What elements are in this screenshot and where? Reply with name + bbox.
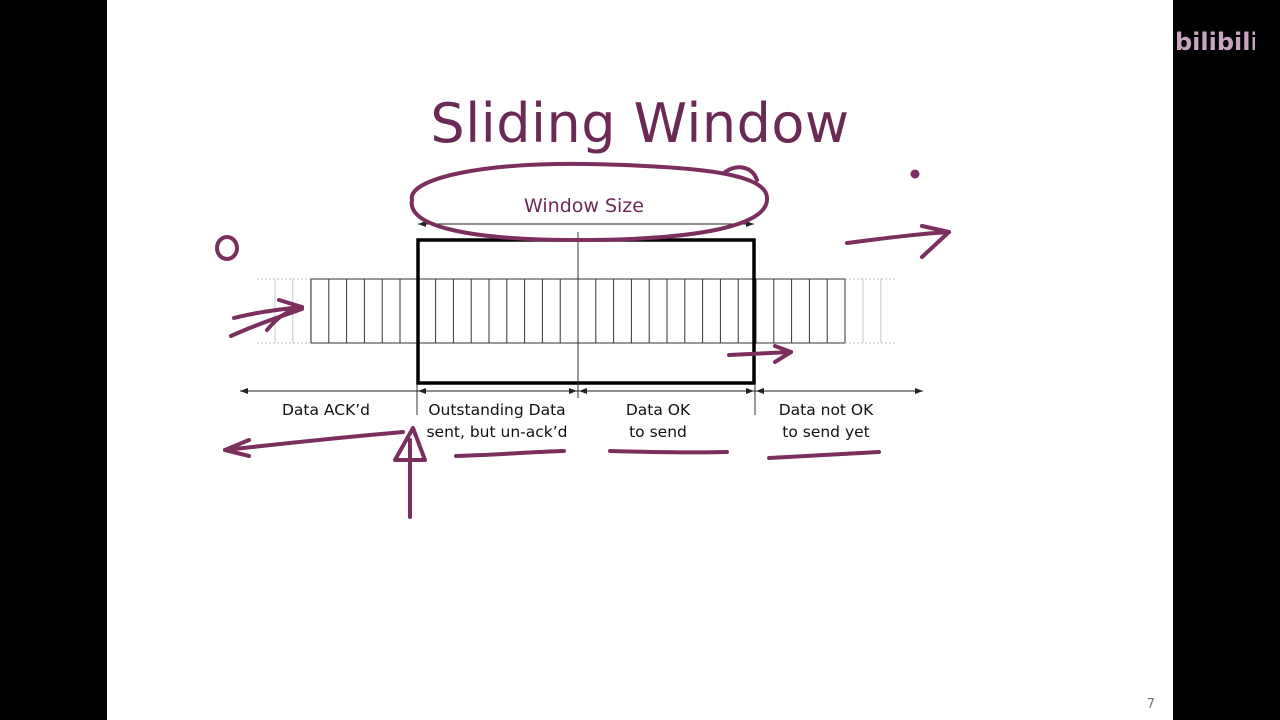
pen-annotations bbox=[215, 161, 951, 519]
region-arrow bbox=[240, 388, 923, 394]
region-label-acked: Data ACK’d bbox=[282, 401, 370, 419]
right-arrow-top-head bbox=[920, 224, 951, 259]
region-label-not-ok: Data not OK bbox=[779, 401, 874, 419]
circle-tail bbox=[723, 165, 759, 182]
buffer-cells bbox=[257, 278, 897, 344]
region-label-outstanding-2: sent, but un-ack’d bbox=[426, 423, 567, 441]
pen-dot bbox=[910, 169, 920, 179]
underline-outstanding bbox=[454, 449, 566, 458]
slide-title: Sliding Window bbox=[430, 92, 850, 155]
window-size-label: Window Size bbox=[524, 195, 644, 217]
pointer-arrow-head bbox=[393, 426, 427, 462]
slide: Sliding Window Window Size Data bbox=[107, 0, 1173, 720]
acked-arrow-head bbox=[223, 438, 251, 458]
window-size-circle bbox=[409, 161, 770, 242]
window-move-arrow-head bbox=[773, 344, 793, 364]
sliding-window-diagram: Window Size Data ACK’d Outstanding Data … bbox=[215, 161, 951, 519]
zero-mark bbox=[215, 235, 239, 261]
right-arrow-top bbox=[845, 230, 951, 245]
acked-arrow bbox=[223, 430, 405, 452]
region-label-not-ok-2: to send yet bbox=[782, 423, 869, 441]
left-arrow-head bbox=[265, 298, 304, 332]
window-size-arrow bbox=[418, 221, 754, 227]
region-label-ok: Data OK bbox=[626, 401, 691, 419]
bilibili-watermark: bilibili bbox=[1175, 28, 1255, 56]
watermark-text: bilibili bbox=[1175, 28, 1255, 56]
window-move-arrow bbox=[727, 350, 793, 357]
underline-ok bbox=[608, 449, 729, 455]
underline-not-ok bbox=[767, 450, 881, 460]
window-frame bbox=[416, 238, 756, 385]
region-label-outstanding: Outstanding Data bbox=[428, 401, 565, 419]
page-number: 7 bbox=[1146, 697, 1155, 712]
region-label-ok-2: to send bbox=[629, 423, 687, 441]
